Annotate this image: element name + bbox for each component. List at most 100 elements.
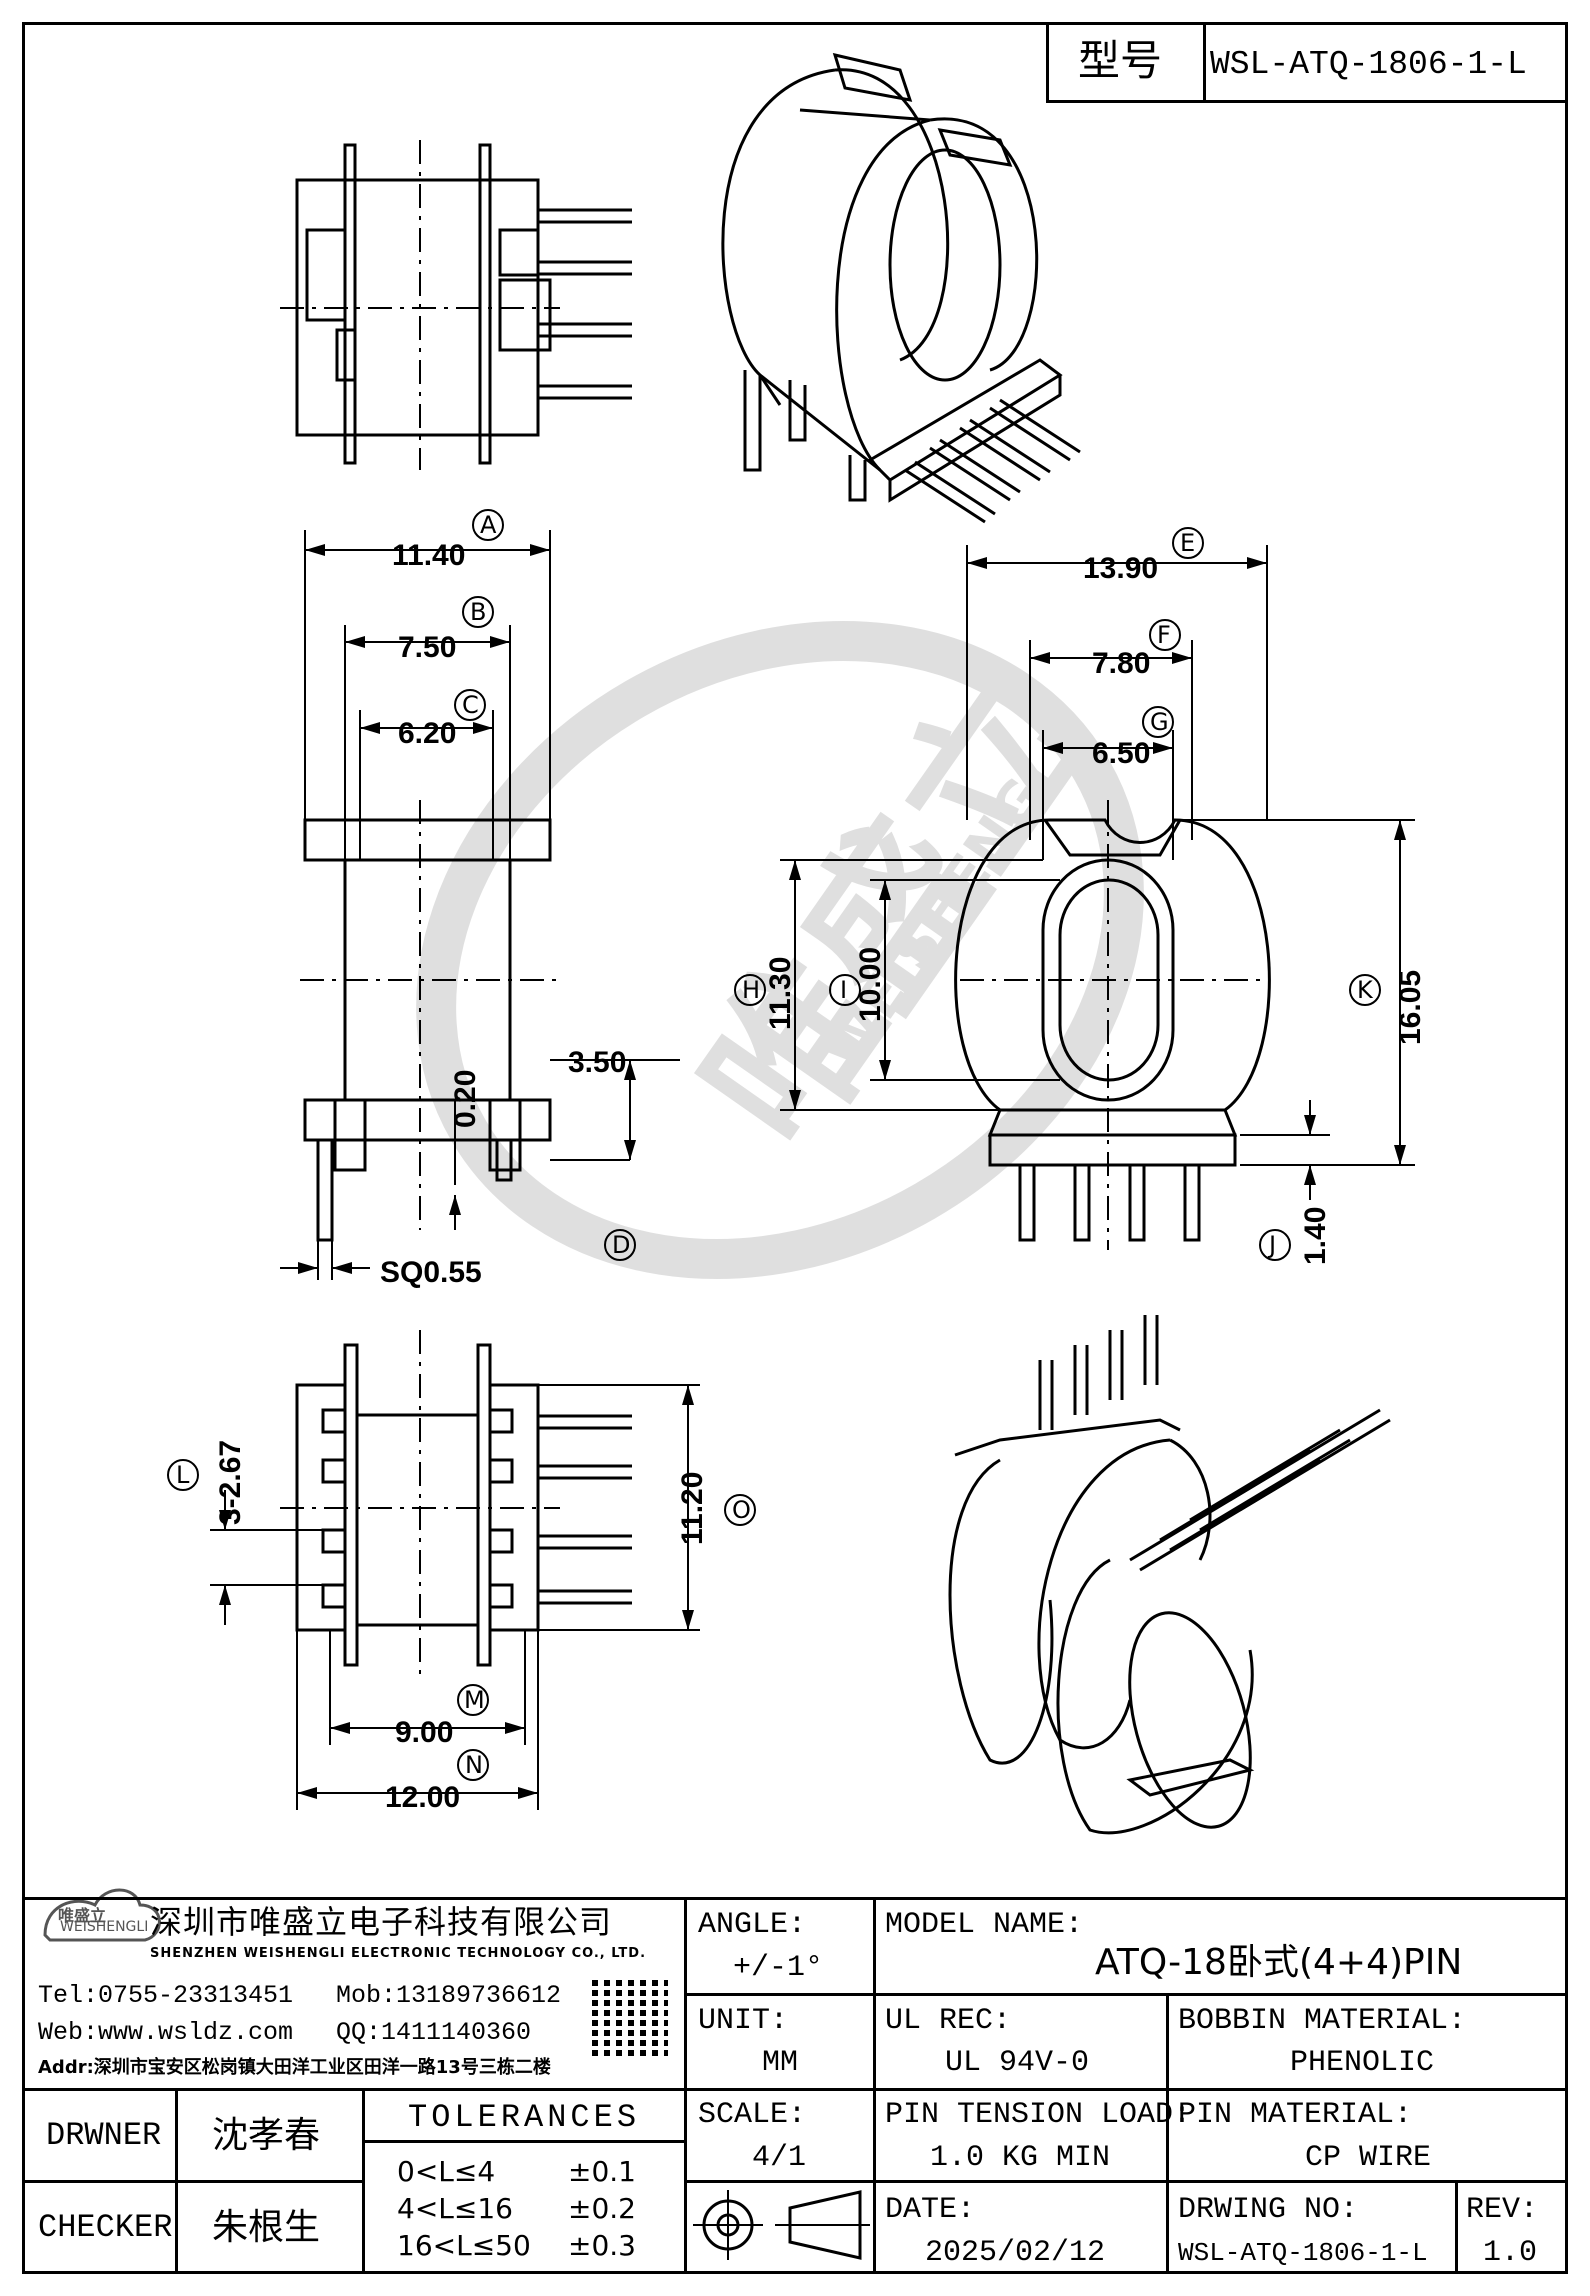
company-mob: Mob:13189736612: [336, 1981, 562, 2010]
bottom-view-dims: [210, 1384, 700, 1810]
front-view: [300, 800, 560, 1242]
top-view: [280, 140, 632, 470]
dim-d-sub: 0.20: [449, 1070, 482, 1128]
pin-tension-value: 1.0 KG MIN: [930, 2141, 1111, 2175]
title-divider-3: [1166, 1993, 1169, 2274]
reference-letters: A B C D E F G H I J K L M N O: [167, 509, 1381, 1781]
drawing-frame: [22, 22, 1568, 2274]
header-border-left: [1046, 22, 1049, 102]
dim-h-value: 11.30: [764, 957, 797, 1030]
dim-k-value: 16.05: [1394, 970, 1427, 1045]
dim-sq: SQ0.55: [380, 1256, 482, 1289]
model-name-value: ATQ-18卧式(4+4)PIN: [1095, 1942, 1463, 1983]
rev-value: 1.0: [1483, 2236, 1538, 2270]
header-divider: [1203, 22, 1206, 102]
ref-c: C: [462, 691, 479, 719]
qr-code-icon: [592, 1980, 668, 2056]
company-name-en: SHENZHEN WEISHENGLI ELECTRONIC TECHNOLOG…: [150, 1946, 647, 1961]
bobbin-material-label: BOBBIN MATERIAL:: [1178, 2004, 1467, 2038]
scale-value: 4/1: [752, 2141, 807, 2175]
unit-label: UNIT:: [698, 2004, 789, 2038]
title-divider-6: [362, 2088, 365, 2274]
bobbin-material-value: PHENOLIC: [1290, 2046, 1435, 2080]
title-row-1: [684, 1993, 1568, 1996]
pin-tension-label: PIN TENSION LOAD:: [885, 2098, 1192, 2132]
title-divider-5: [175, 2088, 178, 2274]
dim-o-value: 11.20: [676, 1472, 709, 1545]
dim-m-value: 9.00: [395, 1716, 453, 1749]
checker-value: 朱根生: [212, 2207, 321, 2248]
company-qq: QQ:1411140360: [336, 2018, 532, 2047]
model-name-label: MODEL NAME:: [885, 1908, 1084, 1942]
tolerance-header-line: [362, 2140, 684, 2143]
title-row-3: [684, 2180, 1568, 2183]
angle-value: +/-1°: [733, 1951, 824, 1985]
type-label: 型号: [1078, 36, 1163, 85]
drawing-no-label: DRWING NO:: [1178, 2193, 1359, 2227]
tolerance-range-1: 0<L≤4: [397, 2155, 496, 2188]
company-web: Web:www.wsldz.com: [38, 2018, 294, 2047]
projection-symbol-icon: [693, 2190, 870, 2260]
logo-text: 唯盛立: [58, 1906, 107, 1925]
title-row-3b: [22, 2180, 362, 2183]
tolerance-value-1: ±0.1: [568, 2155, 636, 2188]
isometric-view-top: [721, 52, 1081, 524]
title-divider-2: [873, 1897, 876, 2274]
ul-rec-label: UL REC:: [885, 2004, 1012, 2038]
dim-l-value: 3-2.67: [214, 1440, 247, 1525]
ref-b: B: [470, 598, 486, 626]
rev-label: REV:: [1466, 2193, 1539, 2227]
dim-b-value: 7.50: [398, 631, 456, 664]
tolerance-value-3: ±0.3: [568, 2229, 636, 2262]
drawer-value: 沈孝春: [212, 2115, 321, 2156]
bottom-view: [280, 1330, 632, 1680]
ref-f: F: [1157, 621, 1171, 649]
ref-a: A: [480, 511, 497, 539]
ref-j: J: [1267, 1231, 1276, 1259]
dim-f-value: 7.80: [1092, 647, 1150, 680]
title-row-2: [22, 2088, 1568, 2091]
company-name-cn: 深圳市唯盛立电子科技有限公司: [150, 1903, 613, 1941]
title-divider-4: [1455, 2180, 1458, 2274]
title-block-top: [22, 1897, 1568, 1900]
pin-material-value: CP WIRE: [1305, 2141, 1432, 2175]
dim-j-value: 1.40: [1299, 1207, 1332, 1265]
tolerances-label: TOLERANCES: [408, 2099, 641, 2136]
checker-label: CHECKER: [38, 2209, 173, 2246]
company-logo-icon: [43, 1888, 161, 1942]
tolerance-range-3: 16<L≤50: [397, 2229, 531, 2262]
side-view: [954, 800, 1271, 1250]
ref-l: L: [176, 1461, 190, 1489]
dim-d-value: 3.50: [568, 1046, 626, 1079]
date-label: DATE:: [885, 2193, 976, 2227]
ref-h: H: [742, 976, 760, 1004]
ref-d: D: [612, 1231, 630, 1259]
isometric-view-bottom: [948, 1315, 1391, 1835]
pin-material-label: PIN MATERIAL:: [1178, 2098, 1413, 2132]
title-divider-1: [684, 1897, 687, 2274]
model-code: WSL-ATQ-1806-1-L: [1210, 46, 1527, 83]
dim-c-value: 6.20: [398, 717, 456, 750]
logo-sub: WEISHENGLI: [60, 1919, 149, 1935]
scale-label: SCALE:: [698, 2098, 807, 2132]
ref-m: M: [464, 1686, 485, 1714]
ref-e: E: [1180, 529, 1195, 557]
dim-n-value: 12.00: [385, 1781, 460, 1814]
ul-rec-value: UL 94V-0: [945, 2046, 1090, 2080]
dimension-labels: 11.40 7.50 6.20 3.50 0.20 SQ0.55 13.90 7…: [214, 539, 1427, 1814]
drawing-no-value: WSL-ATQ-1806-1-L: [1178, 2238, 1428, 2268]
dim-g-value: 6.50: [1092, 737, 1150, 770]
side-view-dims: [780, 545, 1415, 1200]
front-view-dims: [280, 530, 680, 1280]
dim-e-value: 13.90: [1083, 552, 1158, 585]
tolerance-range-2: 4<L≤16: [397, 2192, 513, 2225]
ref-n: N: [465, 1751, 483, 1779]
date-value: 2025/02/12: [925, 2236, 1106, 2270]
dim-a-value: 11.40: [392, 539, 465, 572]
ref-o: O: [732, 1496, 751, 1524]
drawer-label: DRWNER: [46, 2117, 162, 2154]
unit-value: MM: [762, 2046, 799, 2080]
ref-g: G: [1150, 708, 1169, 736]
company-addr: Addr:深圳市宝安区松岗镇大田洋工业区田洋一路13号三栋二楼: [38, 2057, 551, 2078]
